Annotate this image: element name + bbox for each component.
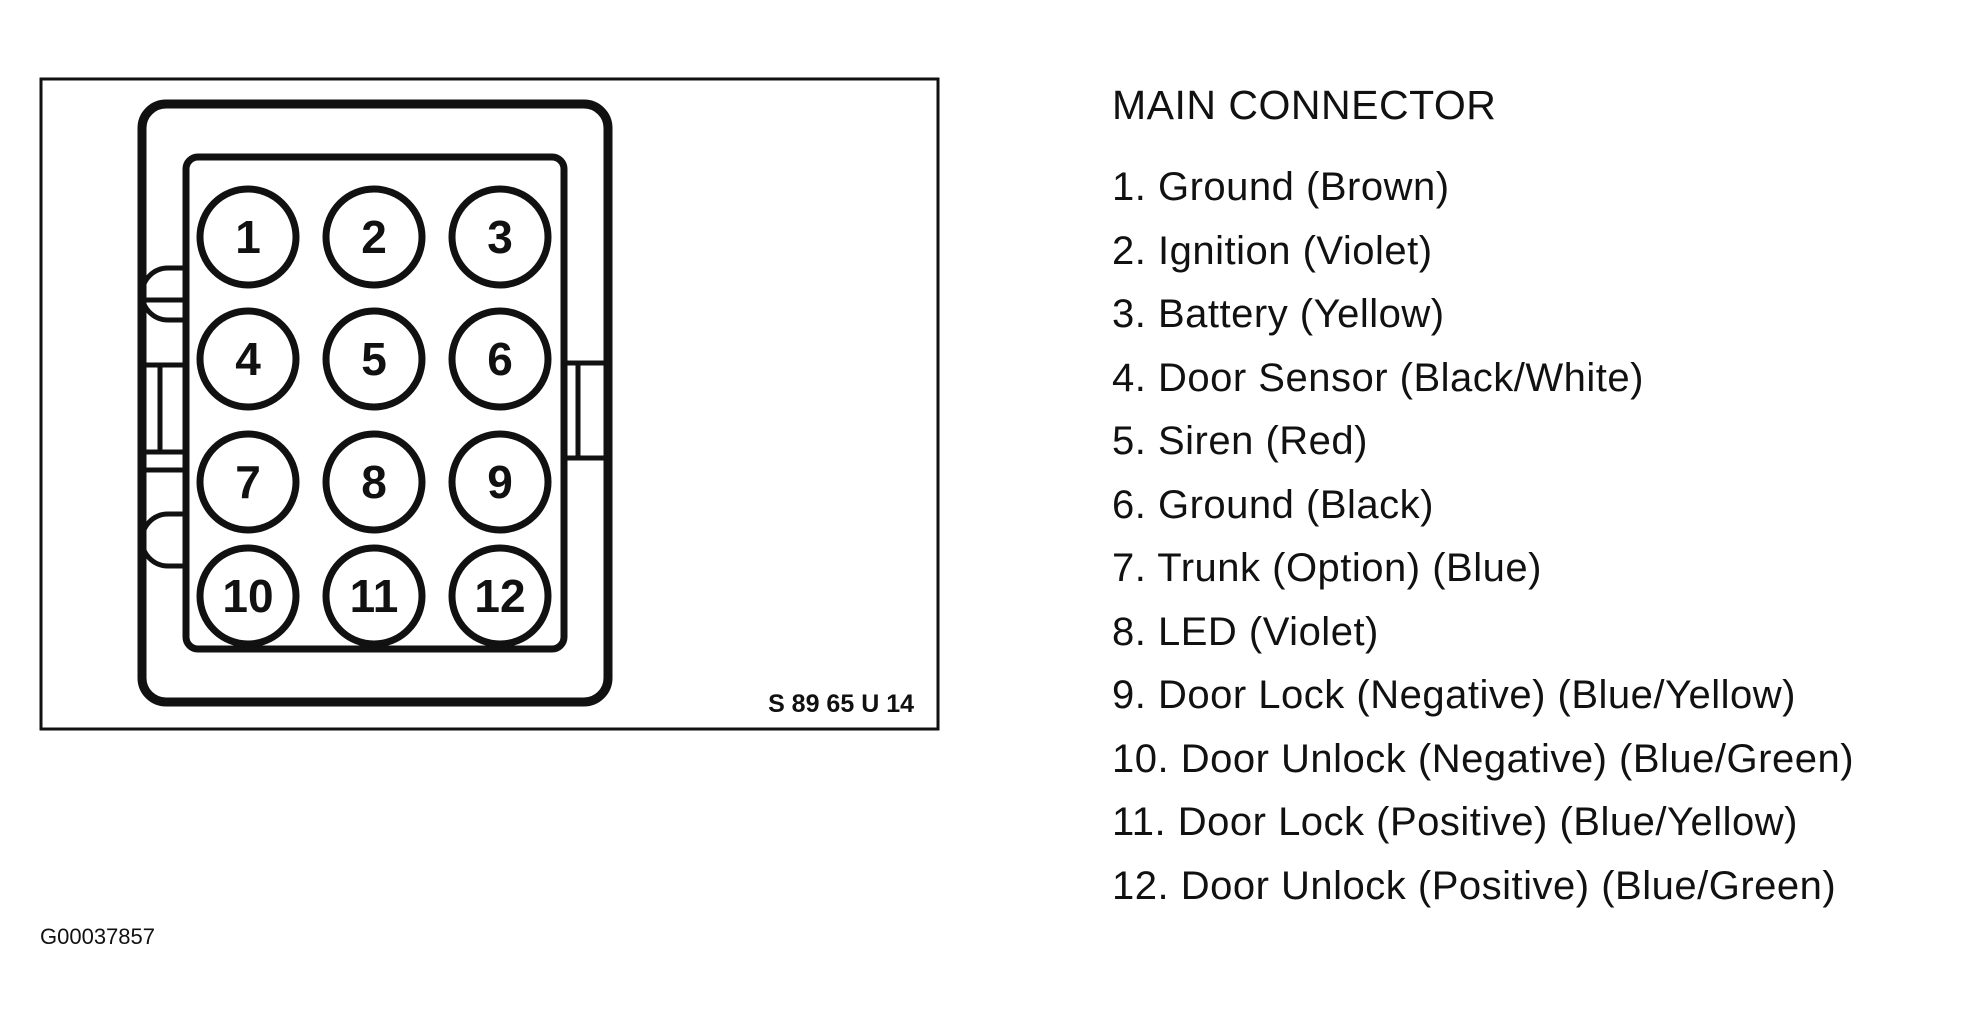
- legend-item-10: 10. Door Unlock (Negative) (Blue/Green): [1112, 736, 1855, 781]
- right-side-key: [560, 360, 611, 461]
- pin-number: 1: [235, 211, 261, 263]
- pin-10: 10: [196, 544, 300, 648]
- pin-circle: [448, 430, 552, 534]
- pin-circle: [196, 544, 300, 648]
- legend-item-7: 7. Trunk (Option) (Blue): [1112, 546, 1542, 590]
- pin-1: 1: [196, 185, 300, 289]
- pin-number: 11: [350, 570, 399, 622]
- pin-number: 12: [474, 570, 525, 622]
- legend-title: MAIN CONNECTOR: [1112, 82, 1497, 128]
- pin-number: 2: [361, 211, 387, 263]
- legend-item-2: 2. Ignition (Violet): [1112, 228, 1433, 273]
- legend-item-11: 11. Door Lock (Positive) (Blue/Yellow): [1112, 800, 1798, 844]
- left-clip-upper: [139, 265, 186, 323]
- figure-code: S 89 65 U 14: [768, 690, 914, 718]
- pin-number: 7: [235, 456, 261, 508]
- pin-number: 10: [222, 570, 273, 622]
- pin-3: 3: [448, 185, 552, 289]
- pin-6: 6: [448, 307, 552, 411]
- pin-circle: [322, 307, 426, 411]
- left-side-rails: [142, 297, 186, 473]
- pin-circle: [322, 430, 426, 534]
- pin-4: 4: [196, 307, 300, 411]
- pin-5: 5: [322, 307, 426, 411]
- legend-item-5: 5. Siren (Red): [1112, 419, 1368, 463]
- pin-circle: [448, 307, 552, 411]
- legend-item-6: 6. Ground (Black): [1112, 482, 1434, 527]
- pin-circle: [196, 185, 300, 289]
- diagram-frame: [39, 77, 940, 731]
- legend-item-1: 1. Ground (Brown): [1112, 165, 1450, 209]
- pin-number: 9: [487, 456, 513, 508]
- pin-number: 6: [487, 333, 513, 385]
- pin-circle: [196, 307, 300, 411]
- pin-12: 12: [448, 544, 552, 648]
- pin-number: 3: [487, 211, 513, 263]
- pin-11: 11: [322, 544, 426, 648]
- pin-circle: [322, 185, 426, 289]
- pin-circle: [448, 185, 552, 289]
- legend: MAIN CONNECTOR 1. Ground (Brown) 2. Igni…: [1112, 80, 1952, 918]
- pin-circle: [196, 430, 300, 534]
- pin-number: 5: [361, 333, 387, 385]
- pin-circle: [322, 544, 426, 648]
- legend-item-4: 4. Door Sensor (Black/White): [1112, 355, 1644, 400]
- legend-list: 1. Ground (Brown) 2. Ignition (Violet) 3…: [1112, 156, 1952, 918]
- legend-item-9: 9. Door Lock (Negative) (Blue/Yellow): [1112, 673, 1796, 717]
- pin-9: 9: [448, 430, 552, 534]
- pin-number: 4: [235, 333, 261, 385]
- pin-2: 2: [322, 185, 426, 289]
- pin-circle: [448, 544, 552, 648]
- legend-item-3: 3. Battery (Yellow): [1112, 292, 1445, 336]
- pin-block: [182, 153, 568, 653]
- legend-item-8: 8. LED (Violet): [1112, 609, 1379, 654]
- pin-7: 7: [196, 430, 300, 534]
- pin-8: 8: [322, 430, 426, 534]
- left-clip-lower: [139, 511, 186, 569]
- figure-id: G00037857: [40, 924, 155, 949]
- pin-number: 8: [361, 456, 387, 508]
- legend-item-12: 12. Door Unlock (Positive) (Blue/Green): [1112, 863, 1837, 908]
